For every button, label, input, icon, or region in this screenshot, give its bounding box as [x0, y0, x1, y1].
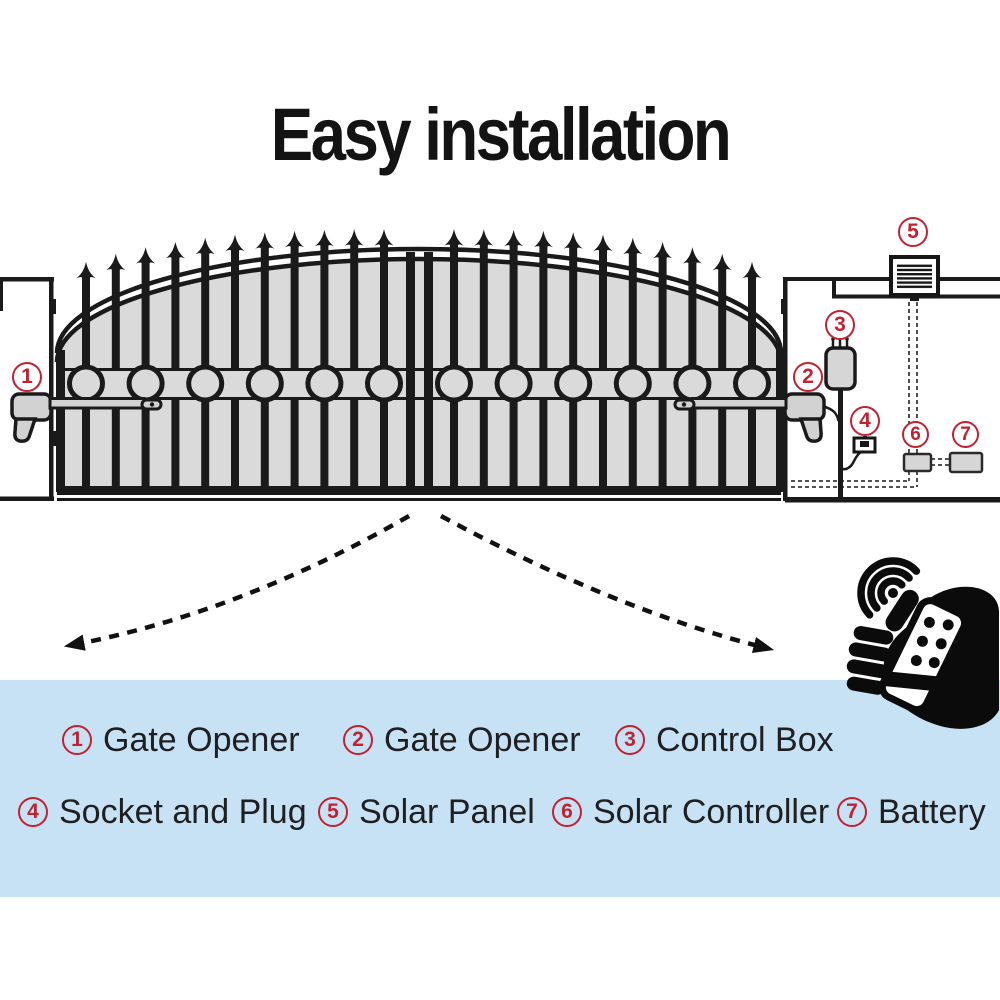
legend-item-control-box: 3 Control Box	[615, 723, 834, 757]
legend-item-solar-controller: 6 Solar Controller	[552, 795, 829, 829]
legend-item-gate-opener-2: 2 Gate Opener	[343, 723, 581, 757]
power-cable	[838, 388, 843, 500]
gate-ring-band	[57, 364, 781, 403]
remote-buttons	[910, 616, 954, 669]
callout-4-socket-and-plug: 4	[850, 406, 880, 436]
legend-num-3: 3	[615, 725, 645, 755]
legend-num-7: 7	[837, 797, 867, 827]
gate-bottom-rails	[57, 486, 781, 501]
ground-line	[785, 497, 1000, 503]
legend-label-1: Gate Opener	[103, 721, 300, 759]
legend-label-5: Solar Panel	[359, 793, 535, 831]
index-finger	[878, 671, 943, 692]
legend-item-gate-opener-1: 1 Gate Opener	[62, 723, 300, 757]
legend-item-battery: 7 Battery	[837, 795, 986, 829]
legend-label-4: Socket and Plug	[59, 793, 307, 831]
callout-6-solar-controller: 6	[902, 421, 929, 448]
remote-hand-icon	[846, 557, 999, 729]
legend-label-2: Gate Opener	[384, 721, 581, 759]
legend-band	[0, 680, 1000, 897]
gate-stiles	[56, 252, 785, 492]
legend-num-2: 2	[343, 725, 373, 755]
double-swing-gate	[50, 229, 787, 501]
legend-num-6: 6	[552, 797, 582, 827]
wifi-signal-icon	[857, 557, 921, 619]
callout-7-battery: 7	[952, 421, 979, 448]
gate-arch-rails	[54, 246, 784, 363]
callout-5-solar-panel: 5	[898, 217, 928, 247]
legend-item-solar-panel: 5 Solar Panel	[318, 795, 535, 829]
callout-2-gate-opener-right: 2	[793, 362, 823, 392]
legend-num-4: 4	[18, 797, 48, 827]
legend-num-1: 1	[62, 725, 92, 755]
socket-and-plug	[852, 436, 877, 454]
legend-item-socket-and-plug: 4 Socket and Plug	[18, 795, 307, 829]
remote-control	[878, 597, 969, 714]
legend-num-5: 5	[318, 797, 348, 827]
legend-label-6: Solar Controller	[593, 793, 830, 831]
open-direction-arrows	[63, 514, 775, 653]
battery-box	[948, 451, 984, 474]
thumb	[885, 589, 919, 632]
legend-label-3: Control Box	[656, 721, 834, 759]
solar-controller-box	[902, 452, 933, 473]
control-box	[824, 335, 857, 500]
solar-panel	[889, 255, 940, 301]
callout-3-control-box: 3	[825, 310, 855, 340]
gate-rings	[67, 364, 771, 403]
callout-1-gate-opener-left: 1	[12, 362, 42, 392]
legend-label-7: Battery	[878, 793, 986, 831]
fingers	[846, 626, 894, 695]
page-title: Easy installation	[270, 93, 732, 176]
